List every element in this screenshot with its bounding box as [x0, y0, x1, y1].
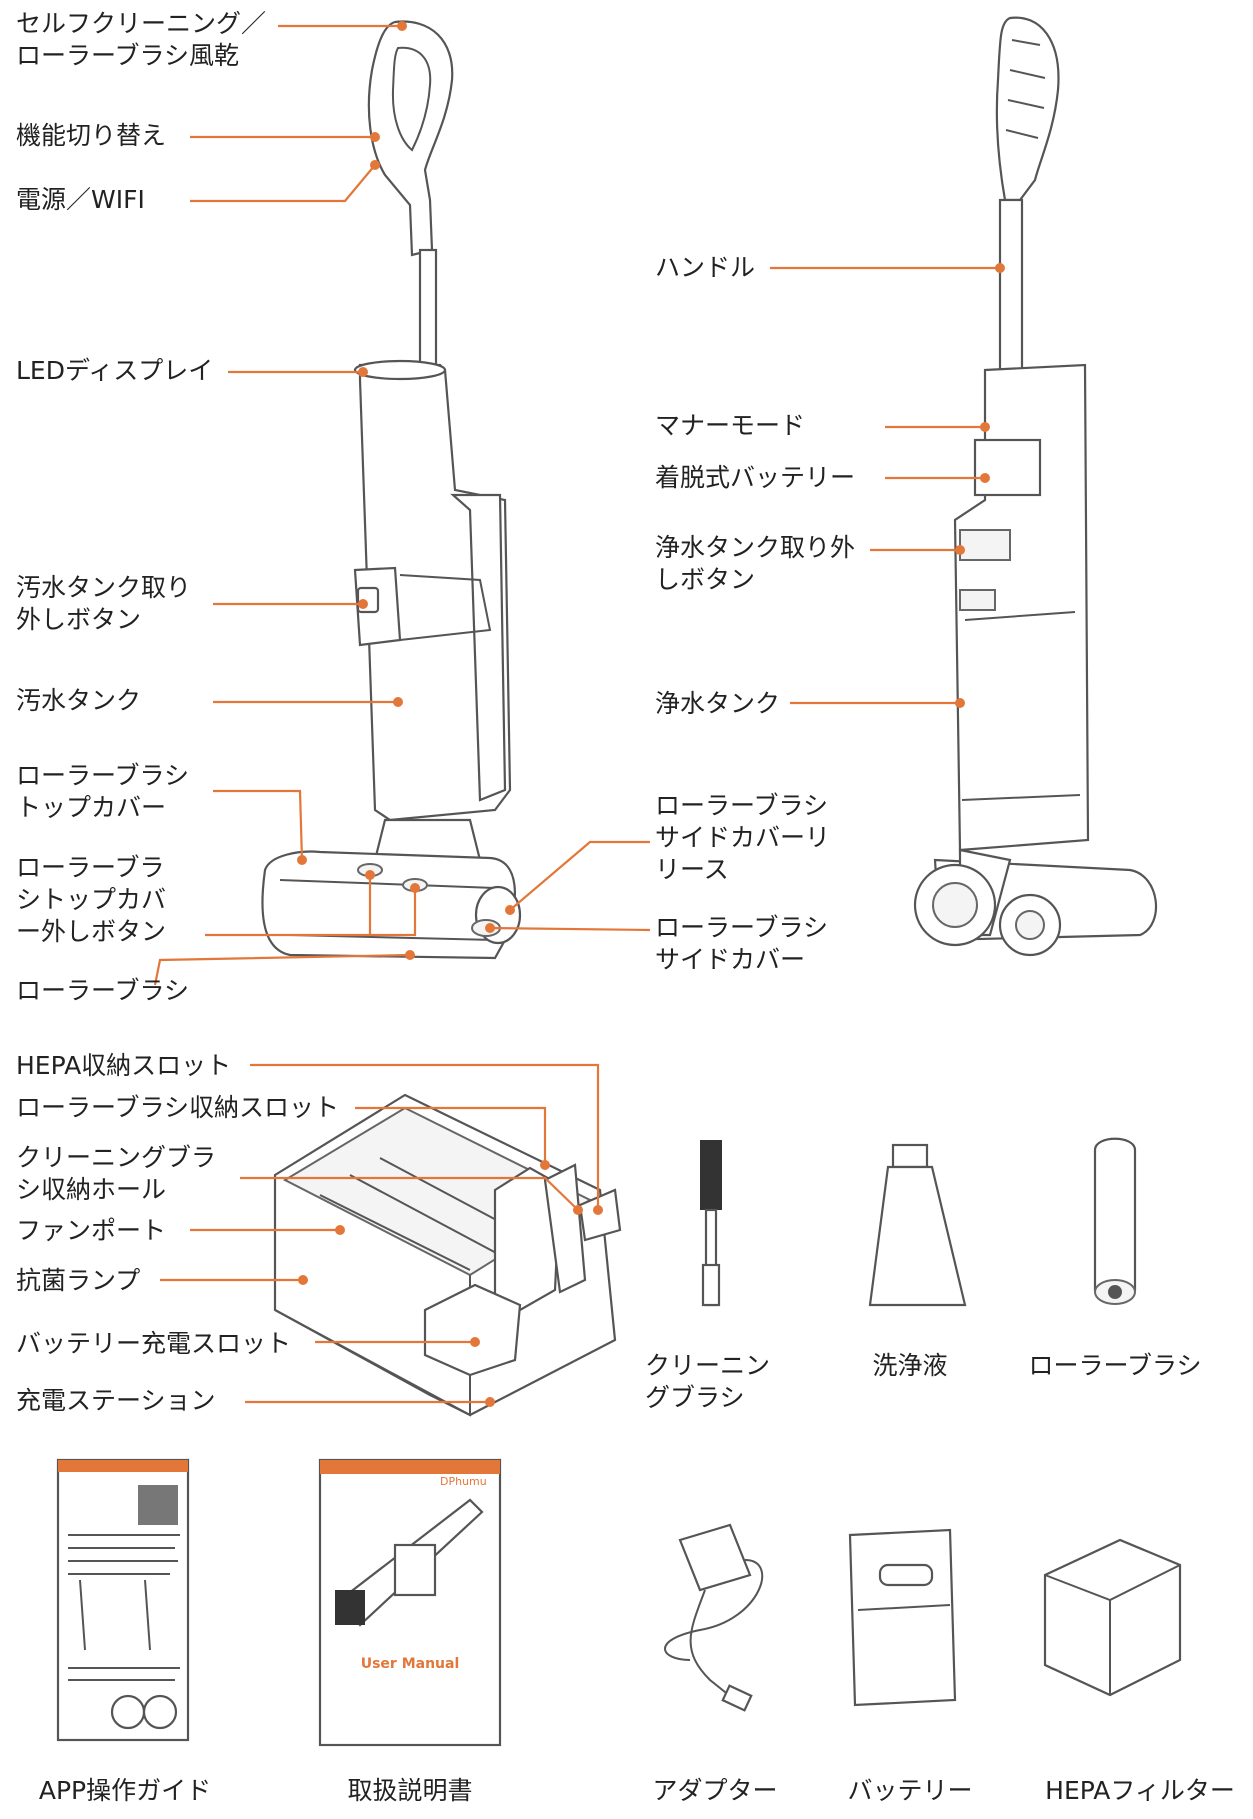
user-manual-icon	[318, 1458, 502, 1747]
caption-detergent: 洗浄液	[872, 1351, 948, 1380]
label-side-cover: ローラーブラシ サイドカバー	[655, 913, 829, 974]
label-clean-tank-release: 浄水タンク取り外 しボタン	[655, 533, 856, 594]
hepa-filter-icon	[1043, 1538, 1182, 1697]
label-self-cleaning: セルフクリーニング／ ローラーブラシ風乾	[16, 9, 267, 70]
caption-cleaning-brush: クリーニン グブラシ	[645, 1351, 771, 1412]
label-mode-switch: 機能切り替え	[16, 121, 167, 150]
cleaning-brush-icon	[700, 1140, 722, 1307]
label-dirty-tank: 汚水タンク	[16, 686, 142, 715]
caption-hepa-filter: HEPAフィルター	[1045, 1776, 1235, 1805]
manual-brand: DPhumu	[440, 1475, 487, 1488]
back-leader-lines	[770, 263, 1005, 708]
charging-station-illustration	[273, 1093, 622, 1417]
label-roller-slot: ローラーブラシ収納スロット	[16, 1093, 340, 1122]
label-roller-brush: ローラーブラシ	[16, 976, 190, 1005]
manual-title: User Manual	[360, 1656, 460, 1672]
label-charging-station: 充電ステーション	[16, 1386, 216, 1415]
label-antibacterial-lamp: 抗菌ランプ	[16, 1266, 141, 1295]
station-leader-lines	[160, 1063, 603, 1407]
battery-icon	[848, 1528, 957, 1707]
label-roller-top-cover: ローラーブラシ トップカバー	[16, 761, 190, 822]
adapter-icon	[664, 1523, 764, 1712]
label-battery-slot: バッテリー充電スロット	[16, 1329, 292, 1358]
label-roller-top-cover-release: ローラーブラ シトップカバ ー外しボタン	[16, 853, 167, 946]
roller-brush-icon	[1093, 1137, 1137, 1305]
label-led-display: LEDディスプレイ	[16, 356, 214, 385]
caption-roller-brush: ローラーブラシ	[1028, 1351, 1202, 1380]
label-removable-battery: 着脱式バッテリー	[655, 463, 856, 492]
detergent-bottle-icon	[868, 1143, 967, 1307]
label-fan-port: ファンポート	[16, 1216, 167, 1245]
label-side-cover-release: ローラーブラシ サイドカバーリ リース	[655, 791, 831, 884]
label-hepa-slot: HEPA収納スロット	[16, 1051, 232, 1080]
caption-user-manual: 取扱説明書	[347, 1776, 473, 1805]
label-clean-tank: 浄水タンク	[655, 689, 781, 718]
caption-battery: バッテリー	[847, 1776, 973, 1805]
caption-app-guide: APP操作ガイド	[38, 1776, 212, 1805]
label-brush-hole: クリーニングブラ シ収納ホール	[16, 1143, 217, 1204]
caption-adapter: アダプター	[652, 1776, 778, 1805]
label-dirty-tank-release: 汚水タンク取り 外しボタン	[16, 573, 192, 634]
front-leader-lines	[153, 21, 651, 986]
back-vacuum-illustration	[913, 16, 1158, 957]
label-quiet-mode: マナーモード	[655, 411, 806, 440]
label-handle: ハンドル	[655, 253, 756, 282]
label-power-wifi: 電源／WIFI	[16, 185, 145, 214]
app-guide-icon	[56, 1458, 190, 1742]
